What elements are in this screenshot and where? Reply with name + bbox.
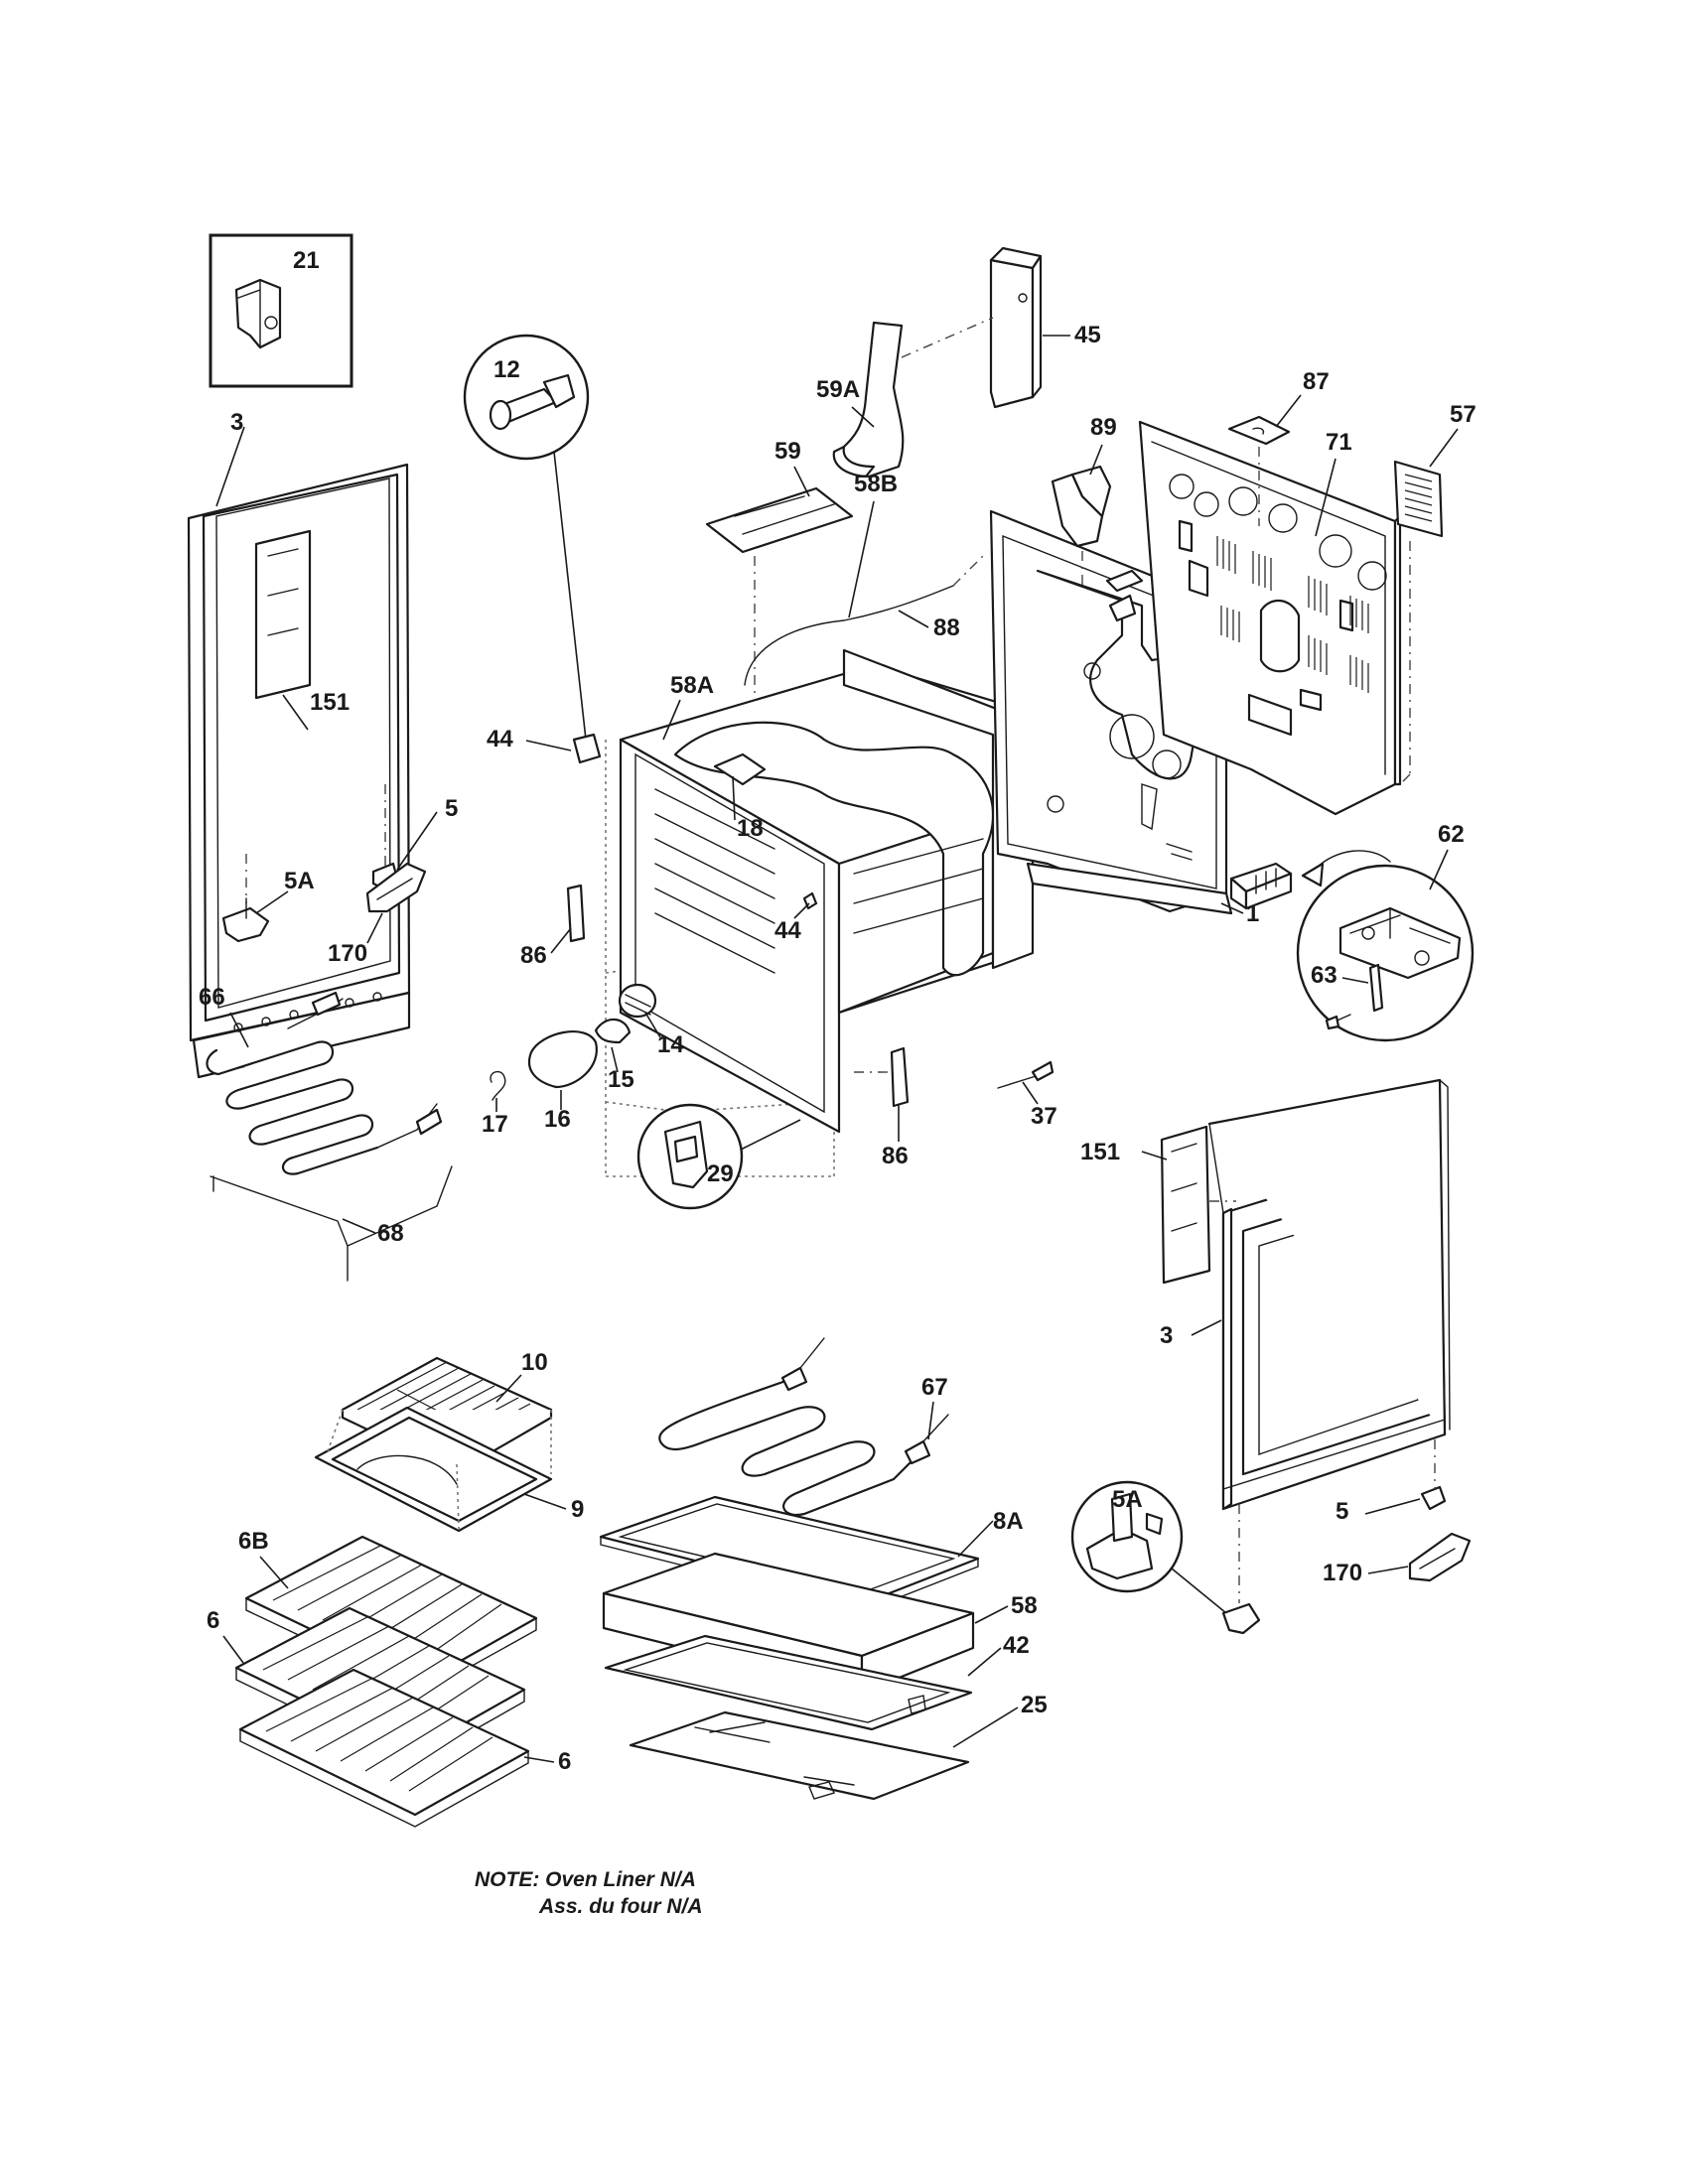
rear-cover-vent-slots — [1216, 536, 1369, 693]
bake-element-67: 67 — [658, 1337, 949, 1517]
wire-37: 37 — [997, 1060, 1057, 1130]
panel-42: 42 — [604, 1632, 1030, 1731]
label-170-right[interactable]: 170 — [1323, 1560, 1362, 1586]
label-18[interactable]: 18 — [737, 815, 764, 842]
label-6-a[interactable]: 6 — [207, 1607, 219, 1634]
label-5A-right[interactable]: 5A — [1112, 1486, 1143, 1513]
label-151-left[interactable]: 151 — [310, 689, 350, 716]
note-line-2: Ass. du four N/A — [538, 1895, 703, 1918]
left-hinge-parts: 5 5A 170 — [221, 784, 458, 967]
label-86-a[interactable]: 86 — [520, 942, 547, 969]
label-12[interactable]: 12 — [493, 356, 520, 383]
label-3-right[interactable]: 3 — [1160, 1322, 1173, 1349]
oven-bottom-parts: 8A 58 42 25 — [599, 1495, 1048, 1801]
label-59A[interactable]: 59A — [816, 376, 860, 403]
oven-light-assembly: 14 15 16 17 — [482, 983, 684, 1138]
label-68[interactable]: 68 — [377, 1220, 404, 1247]
wire-harness: 58B 88 — [744, 471, 984, 686]
label-37[interactable]: 37 — [1031, 1103, 1057, 1130]
label-66[interactable]: 66 — [199, 984, 225, 1011]
label-5-left[interactable]: 5 — [445, 795, 458, 822]
label-8A[interactable]: 8A — [993, 1508, 1024, 1535]
label-21[interactable]: 21 — [293, 247, 320, 274]
callout-12-switch: 12 44 — [463, 334, 602, 764]
label-16[interactable]: 16 — [544, 1106, 571, 1133]
label-87[interactable]: 87 — [1303, 368, 1330, 395]
label-44-b[interactable]: 44 — [774, 917, 801, 944]
label-6B[interactable]: 6B — [238, 1528, 269, 1555]
label-57[interactable]: 57 — [1450, 401, 1477, 428]
label-9[interactable]: 9 — [571, 1496, 584, 1523]
label-151-right[interactable]: 151 — [1080, 1139, 1120, 1165]
broiler-pan: 10 9 — [314, 1349, 584, 1533]
right-hinge-parts: 5A 5 170 — [1070, 1439, 1472, 1635]
label-89[interactable]: 89 — [1090, 414, 1117, 441]
label-6-b[interactable]: 6 — [558, 1748, 571, 1775]
label-71[interactable]: 71 — [1326, 429, 1352, 456]
label-14[interactable]: 14 — [657, 1031, 684, 1058]
label-3-left[interactable]: 3 — [230, 409, 243, 436]
oven-body-58A: 58A 18 44 86 86 — [520, 648, 1035, 1177]
grille-57: 57 — [1393, 401, 1477, 785]
label-67[interactable]: 67 — [921, 1374, 948, 1401]
label-86-b[interactable]: 86 — [882, 1143, 909, 1169]
left-door-hinge-bracket-151 — [254, 529, 312, 700]
label-5-right[interactable]: 5 — [1336, 1498, 1348, 1525]
label-10[interactable]: 10 — [521, 1349, 548, 1376]
plate-87: 87 — [1227, 368, 1330, 526]
label-42[interactable]: 42 — [1003, 1632, 1030, 1659]
label-15[interactable]: 15 — [608, 1066, 634, 1093]
label-63[interactable]: 63 — [1311, 962, 1337, 989]
label-170-left[interactable]: 170 — [328, 940, 367, 967]
left-door: 3 151 — [187, 409, 411, 1079]
oven-racks: 6B 6 6 — [207, 1528, 571, 1828]
terminal-block-callout-62: 62 63 — [1229, 821, 1475, 1042]
inset-part-21: 21 — [209, 233, 353, 388]
note-line-1: NOTE: Oven Liner N/A — [475, 1868, 696, 1891]
rack-6-lower — [238, 1668, 530, 1828]
label-17[interactable]: 17 — [482, 1111, 508, 1138]
label-59[interactable]: 59 — [774, 438, 801, 465]
label-25[interactable]: 25 — [1021, 1692, 1048, 1718]
bracket-89: 89 — [1051, 414, 1117, 586]
insulation-wrap — [673, 721, 995, 977]
callout-29: 29 — [636, 1103, 801, 1210]
label-44-a[interactable]: 44 — [487, 726, 513, 752]
label-58A[interactable]: 58A — [670, 672, 714, 699]
label-45[interactable]: 45 — [1074, 322, 1101, 348]
label-29[interactable]: 29 — [707, 1160, 734, 1187]
label-58[interactable]: 58 — [1011, 1592, 1038, 1619]
oven-cavity-rack-supports — [654, 788, 775, 974]
panel-25: 25 — [629, 1692, 1048, 1801]
label-5A-left[interactable]: 5A — [284, 868, 315, 894]
label-62[interactable]: 62 — [1438, 821, 1465, 848]
note-block: NOTE: Oven Liner N/A Ass. du four N/A — [475, 1868, 703, 1918]
label-58B[interactable]: 58B — [854, 471, 898, 497]
rear-cover-71: 71 — [1138, 420, 1402, 816]
right-door: 151 3 — [1080, 1078, 1451, 1511]
broil-element-66: 66 68 — [199, 984, 453, 1282]
vent-ducts: 59 59A 45 — [705, 246, 1101, 695]
label-88[interactable]: 88 — [933, 614, 960, 641]
